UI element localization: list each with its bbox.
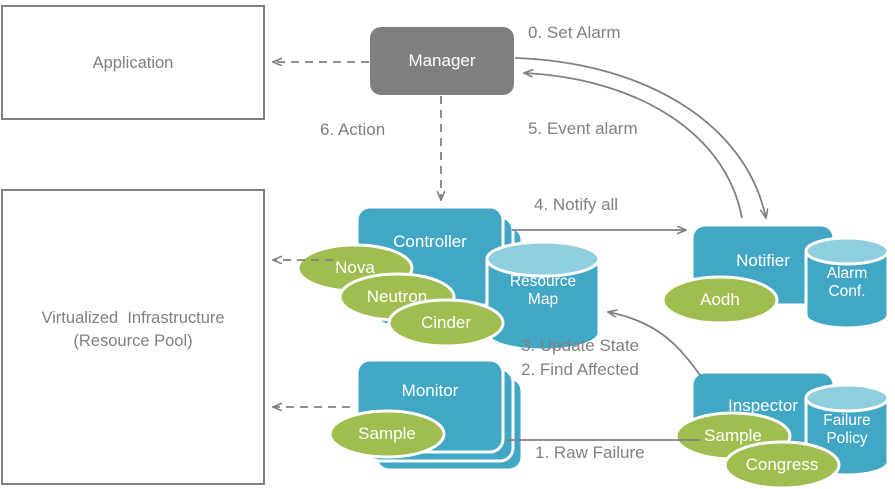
flow-label-notify-all: 4. Notify all (534, 195, 619, 214)
tag-congress[interactable] (723, 440, 841, 489)
infrastructure-box-label: Virtualized Infrastructure (Resource Poo… (41, 309, 225, 350)
tag-monitor-sample[interactable] (328, 409, 446, 459)
flow-label-event-alarm: 5. Event alarm (528, 119, 638, 138)
flow-label-set-alarm: 0. Set Alarm (528, 23, 621, 42)
flow-label-action: 6. Action (320, 120, 386, 139)
flow-label-raw-failure: 1. Raw Failure (535, 443, 645, 462)
manager-box[interactable] (370, 27, 514, 95)
flow-label-find-affected: 2. Find Affected (521, 360, 639, 379)
tag-aodh[interactable] (661, 275, 779, 325)
flow-label-update-state: 3. Update State (521, 336, 640, 355)
resource-map-cylinder[interactable] (485, 240, 601, 352)
alarm-conf-cylinder[interactable] (804, 236, 890, 330)
application-box-label: Application (92, 54, 174, 72)
infrastructure-box[interactable] (1, 189, 265, 485)
application-box[interactable] (1, 5, 265, 120)
tag-cinder[interactable] (387, 298, 505, 348)
